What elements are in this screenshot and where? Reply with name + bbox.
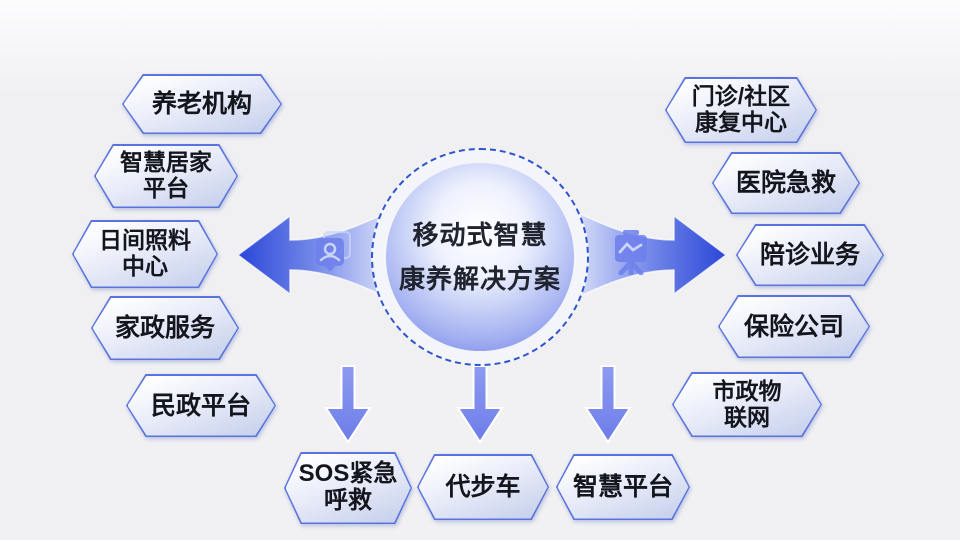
center-sphere [386,163,574,351]
node-housekeeping-service: 家政服务 [91,296,239,360]
presentation-board-icon [615,230,647,275]
node-medical-escort-service: 陪诊业务 [736,224,884,286]
node-outpatient-community-rehab: 门诊/社区 康复中心 [665,77,817,143]
node-label: 保险公司 [743,312,844,341]
node-label: 陪诊业务 [759,241,860,269]
node-label: 家政服务 [114,314,215,342]
node-label: 民政平台 [150,391,251,420]
node-label: 代步车 [445,473,521,501]
node-elderly-care-institution: 养老机构 [122,74,282,134]
node-mobility-scooter: 代步车 [417,454,549,520]
down-arrow-1 [324,365,372,444]
node-label: 门诊/社区 康复中心 [691,83,791,135]
node-hospital-emergency: 医院急救 [712,152,860,214]
down-arrow-2 [456,365,504,444]
node-label: 智慧平台 [572,473,673,501]
down-arrow-3 [584,365,632,444]
node-label: 日间照料 中心 [99,227,191,279]
node-insurance-company: 保险公司 [718,295,870,358]
node-civil-affairs-platform: 民政平台 [126,374,276,437]
node-label: 养老机构 [151,90,252,118]
node-label: SOS紧急 呼救 [298,460,398,514]
center-circle: 移动式智慧 康养解决方案 [371,148,589,366]
node-day-care-center: 日间照料 中心 [72,220,218,288]
node-sos-emergency-call: SOS紧急 呼救 [284,452,412,524]
contact-card-icon [316,231,351,272]
node-label: 医院急救 [735,169,836,197]
node-smart-platform: 智慧平台 [556,454,690,520]
node-label: 市政物 联网 [712,377,782,430]
node-municipal-iot: 市政物 联网 [672,372,822,437]
node-label: 智慧居家 平台 [120,149,212,201]
center-title: 移动式智慧 康养解决方案 [398,219,561,294]
node-smart-home-platform: 智慧居家 平台 [94,144,238,208]
